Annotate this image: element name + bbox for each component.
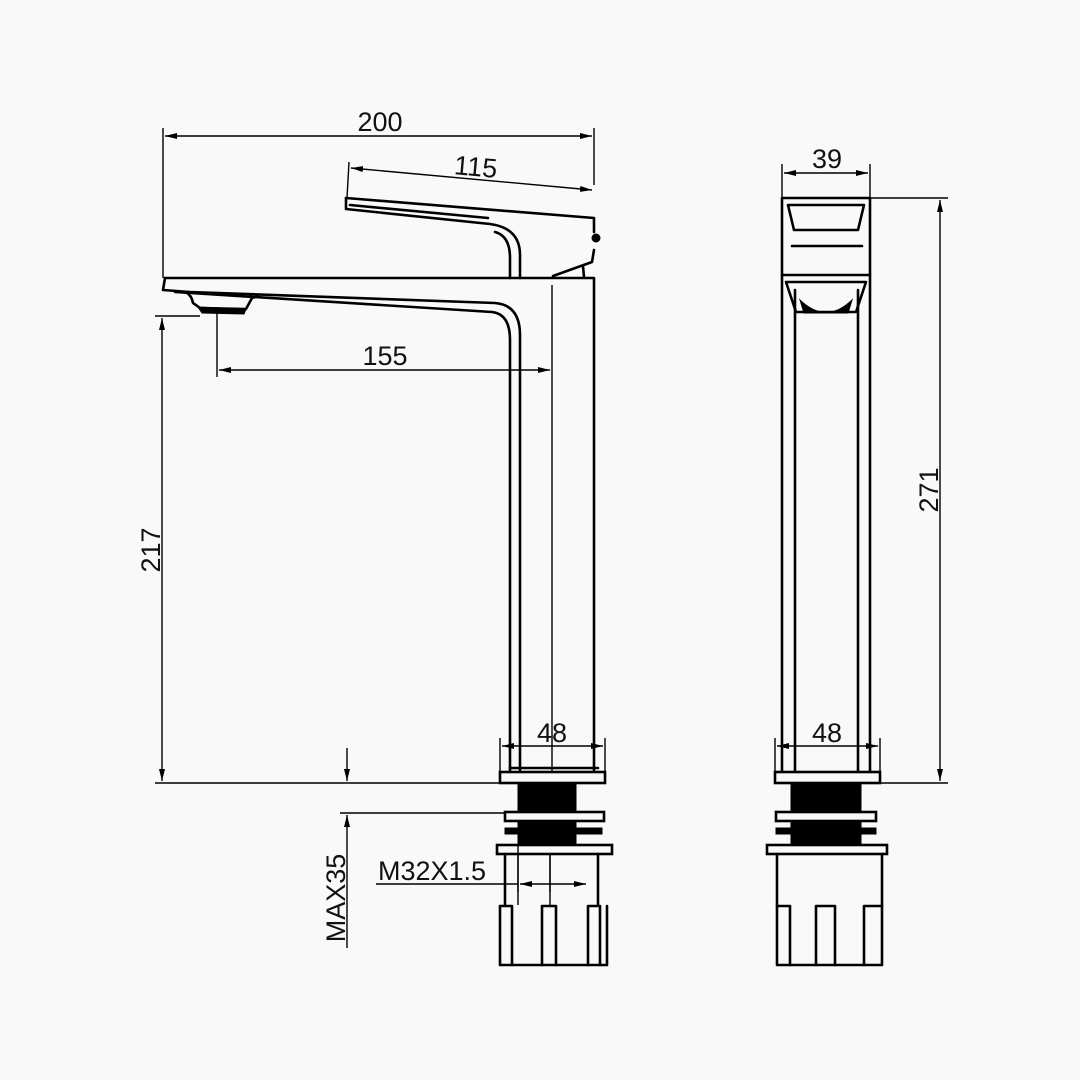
svg-text:155: 155: [362, 341, 407, 371]
svg-text:217: 217: [136, 527, 166, 572]
base-assembly-front: [765, 770, 889, 967]
svg-text:115: 115: [453, 150, 498, 184]
base-assembly: [495, 766, 614, 967]
aerator-front: [798, 298, 854, 314]
dimension-217: 217: [136, 315, 500, 784]
side-view: [161, 196, 614, 967]
dimension-48-front: 48: [774, 718, 881, 772]
dimension-115: 115: [346, 150, 593, 199]
pivot-pin: [591, 233, 601, 243]
dimension-39: 39: [781, 144, 871, 198]
svg-text:48: 48: [537, 718, 567, 748]
svg-text:271: 271: [914, 467, 944, 512]
spout: [161, 276, 596, 777]
svg-text:200: 200: [357, 107, 402, 137]
dimension-max35: MAX35: [321, 748, 505, 948]
dimension-48-side: 48: [499, 718, 606, 772]
svg-text:39: 39: [812, 144, 842, 174]
dimension-271: 271: [870, 197, 948, 784]
handle: [344, 196, 601, 280]
front-view: [765, 196, 889, 967]
svg-text:48: 48: [812, 718, 842, 748]
dimension-200: 200: [162, 107, 595, 278]
handle-front: [786, 203, 866, 232]
dimension-155: 155: [216, 312, 550, 377]
dimension-thread: M32X1.5: [376, 845, 586, 892]
svg-text:M32X1.5: M32X1.5: [378, 856, 486, 886]
svg-text:MAX35: MAX35: [321, 854, 351, 943]
